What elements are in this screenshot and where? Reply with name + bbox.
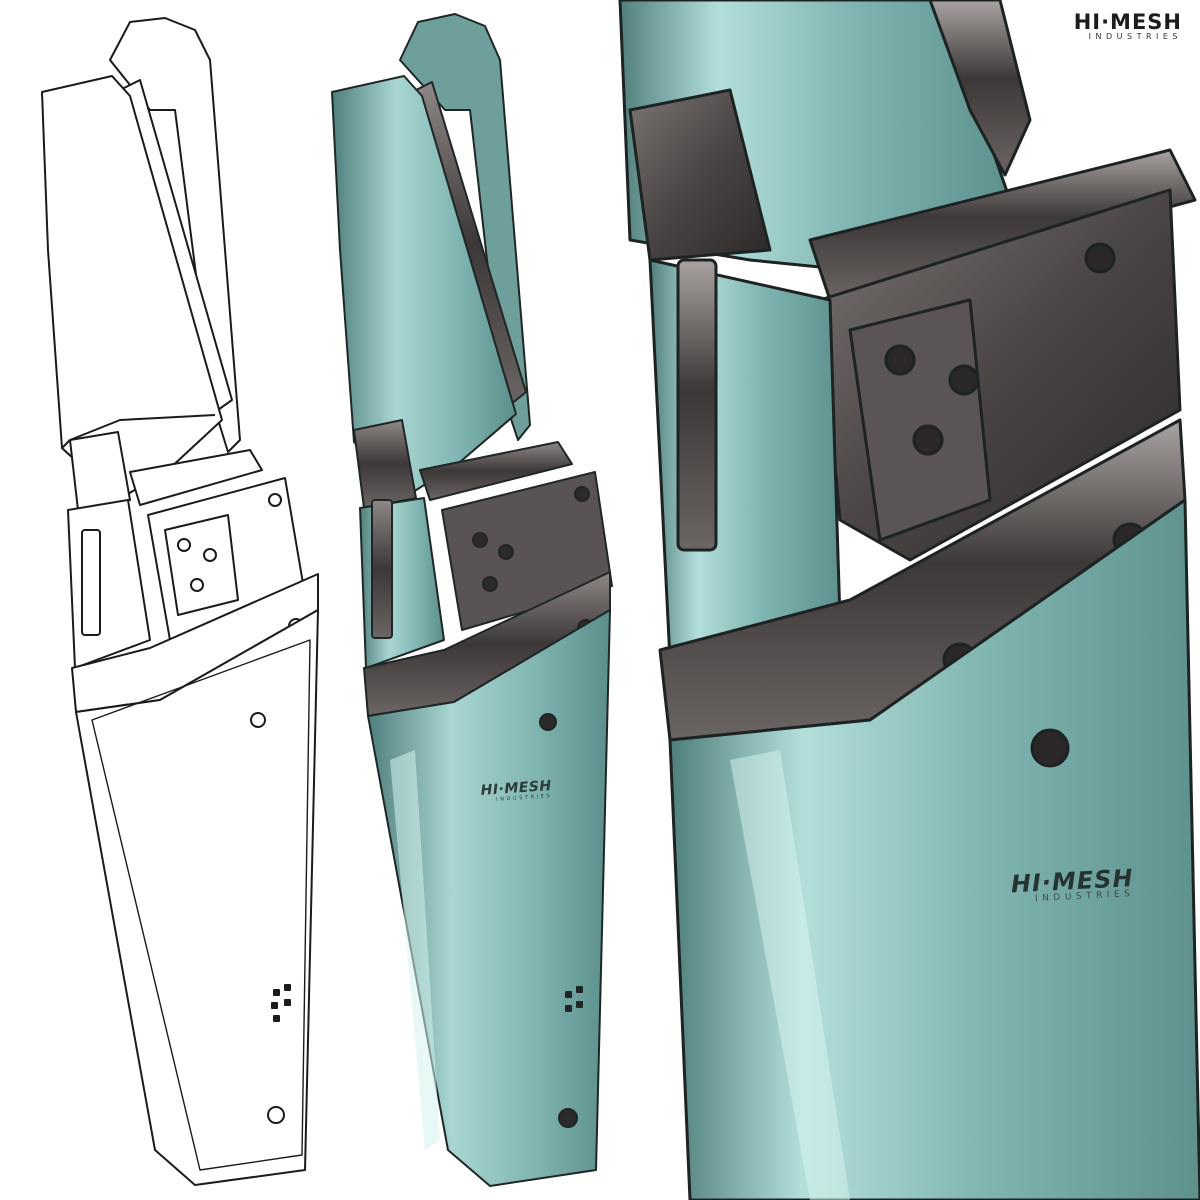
logo-subtitle: INDUSTRIES bbox=[1088, 32, 1182, 41]
sketch-hinge-tube bbox=[129, 449, 263, 506]
closeup-side-slot bbox=[676, 258, 718, 552]
closeup-highlight bbox=[730, 750, 850, 1200]
sketch-lower-bolt bbox=[267, 1106, 285, 1124]
closeup-render-panel bbox=[618, 0, 1200, 1200]
sketch-lower-panel bbox=[91, 639, 311, 1171]
closeup-lower-bolt bbox=[1030, 728, 1070, 768]
render-highlight bbox=[390, 750, 440, 1150]
render-dot bbox=[565, 1005, 572, 1012]
render-bolt bbox=[574, 486, 590, 502]
render-bolt bbox=[482, 576, 498, 592]
decal-large: HI·MESH INDUSTRIES bbox=[1010, 864, 1134, 905]
render-lower-bolt bbox=[558, 1108, 578, 1128]
sketch-bolt bbox=[177, 538, 191, 552]
closeup-hinge-grip bbox=[628, 88, 772, 262]
sketch-dot bbox=[284, 984, 291, 991]
closeup-hinge-tube bbox=[808, 148, 1197, 302]
sketch-dot bbox=[271, 1002, 278, 1009]
render-hinge-tube bbox=[419, 441, 573, 501]
render-lower-bolt bbox=[539, 713, 557, 731]
sketch-dot bbox=[273, 989, 280, 996]
render-side-slot bbox=[371, 499, 393, 639]
closeup-bolt bbox=[948, 364, 980, 396]
sketch-bolt bbox=[190, 578, 204, 592]
sketch-mechanism-plate bbox=[164, 514, 239, 616]
closeup-bolt bbox=[912, 424, 944, 456]
render-hinge-block bbox=[353, 419, 417, 509]
sketch-bolt bbox=[268, 493, 282, 507]
logo-brand: HI·MESH bbox=[1073, 10, 1182, 34]
sketch-dot bbox=[284, 999, 291, 1006]
closeup-bolt bbox=[1084, 242, 1116, 274]
color-render-panel bbox=[331, 13, 613, 1187]
sketch-side-slot-block bbox=[67, 499, 151, 669]
sketch-lower-blade bbox=[75, 609, 319, 1186]
sketch-dot bbox=[273, 1015, 280, 1022]
sketch-lower-bolt bbox=[250, 712, 266, 728]
render-dot bbox=[576, 986, 583, 993]
sketch-upper-shell-edge bbox=[61, 414, 216, 449]
sketch-side-slot bbox=[81, 529, 101, 636]
sketch-bolt bbox=[203, 548, 217, 562]
render-bolt bbox=[472, 532, 488, 548]
line-sketch-panel bbox=[41, 17, 319, 1186]
closeup-arm-metal bbox=[928, 0, 1032, 177]
closeup-bolt bbox=[884, 344, 916, 376]
render-dot bbox=[576, 1001, 583, 1008]
render-bolt bbox=[498, 544, 514, 560]
brand-logo: HI·MESH INDUSTRIES bbox=[1074, 10, 1182, 41]
sketch-hinge-block bbox=[69, 431, 131, 511]
render-dot bbox=[565, 991, 572, 998]
